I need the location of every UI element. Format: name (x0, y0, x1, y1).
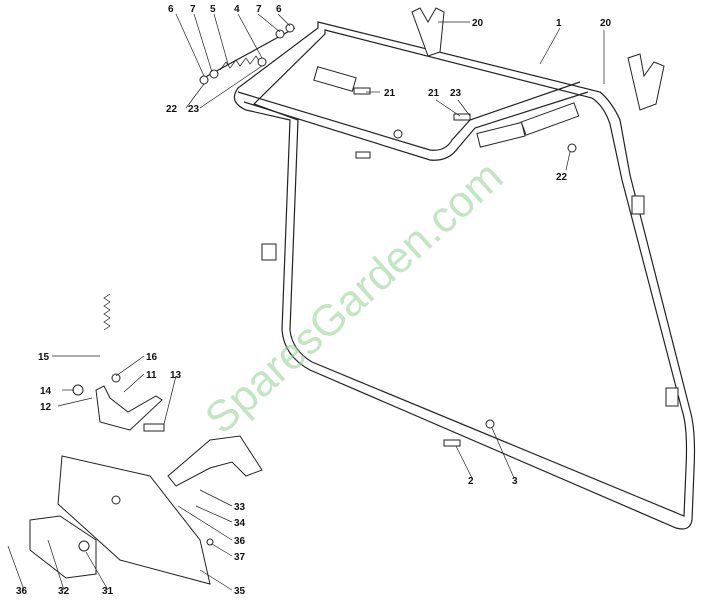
callout-labels: 6 7 5 4 7 6 22 23 20 1 20 21 21 23 22 15… (16, 4, 612, 597)
callout-23b: 23 (450, 88, 462, 99)
callout-2: 2 (468, 476, 474, 487)
callout-36b: 36 (16, 586, 28, 597)
callout-15: 15 (38, 352, 50, 363)
callout-6a: 6 (168, 4, 174, 15)
callout-37: 37 (234, 552, 246, 563)
callout-16: 16 (146, 352, 158, 363)
callout-20b: 20 (600, 18, 612, 29)
callout-20a: 20 (472, 18, 484, 29)
leader-lines (7, 13, 605, 591)
callout-32: 32 (58, 586, 70, 597)
callout-14: 14 (40, 386, 52, 397)
callout-13: 13 (170, 370, 182, 381)
callout-22a: 22 (166, 104, 178, 115)
callout-23a: 23 (188, 104, 200, 115)
callout-5: 5 (210, 4, 216, 15)
callout-21a: 21 (384, 88, 396, 99)
spring-rod-assembly (199, 23, 296, 85)
callout-6b: 6 (276, 4, 282, 15)
callout-7a: 7 (190, 4, 196, 15)
callout-11: 11 (146, 370, 157, 381)
callout-3: 3 (512, 476, 518, 487)
callout-34: 34 (234, 518, 246, 529)
callout-36a: 36 (234, 536, 246, 547)
callout-22b: 22 (556, 172, 568, 183)
callout-7b: 7 (256, 4, 262, 15)
callout-33: 33 (234, 502, 246, 513)
callout-4: 4 (234, 4, 240, 15)
main-frame (233, 7, 696, 530)
callout-1: 1 (556, 18, 562, 29)
callout-12: 12 (40, 402, 52, 413)
callout-35: 35 (234, 586, 246, 597)
callout-31: 31 (102, 586, 114, 597)
callout-21b: 21 (428, 88, 440, 99)
watermark-text: SparesGarden.com (196, 152, 512, 444)
lower-bracket-assembly (29, 435, 263, 585)
